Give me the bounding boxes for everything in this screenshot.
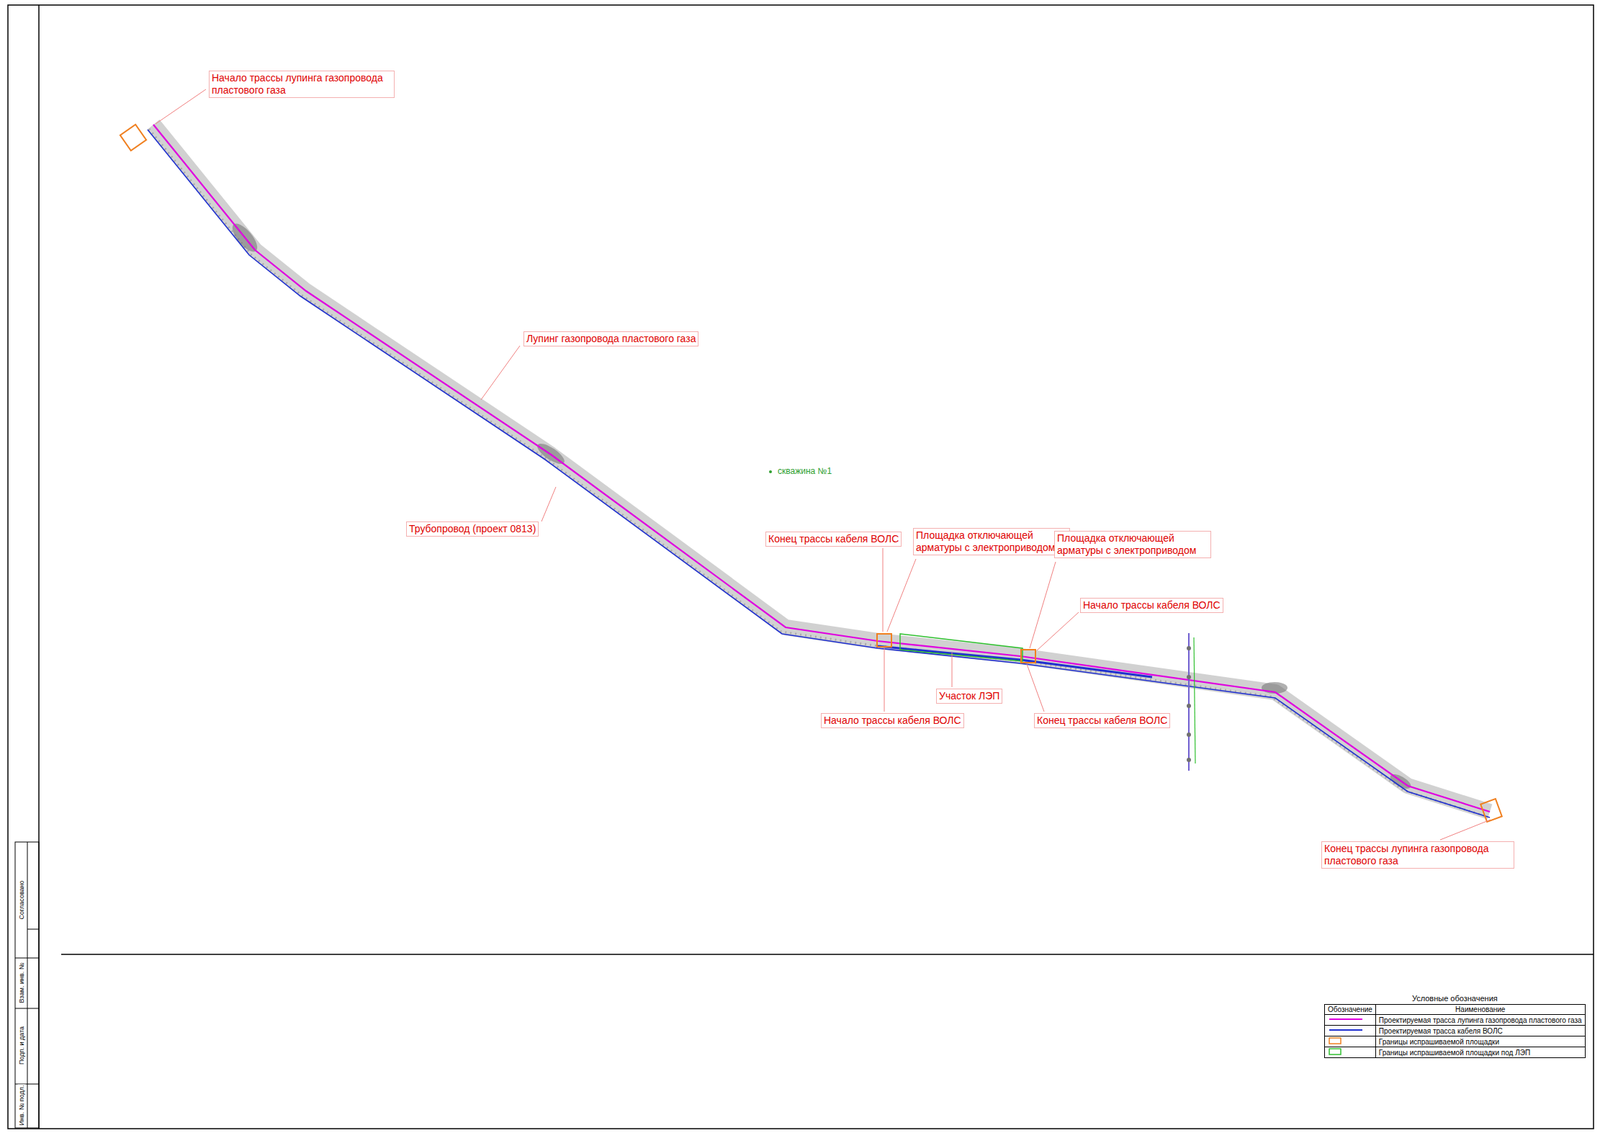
callout-label: Начало трассы лупинга газопровода пласто… bbox=[208, 70, 395, 98]
end-site bbox=[1480, 798, 1503, 822]
valve-site bbox=[1021, 649, 1036, 663]
sheet-frame bbox=[7, 5, 1594, 1129]
legend-sample bbox=[1327, 1026, 1364, 1034]
callout-label: Конец трассы кабеля ВОЛС bbox=[765, 531, 902, 547]
survey-scatter bbox=[153, 124, 1490, 812]
scatter-clusters bbox=[228, 219, 1413, 792]
callout-label: Начало трассы кабеля ВОЛС bbox=[1080, 597, 1224, 613]
legend-sample bbox=[1327, 1036, 1364, 1045]
callout-label: Трубопровод (проект 0813) bbox=[406, 521, 539, 537]
crossing-line bbox=[1193, 637, 1196, 764]
start-site bbox=[120, 124, 147, 151]
callout-label: Лупинг газопровода пластового газа bbox=[523, 331, 699, 347]
callout-label: Конец трассы лупинга газопровода пластов… bbox=[1321, 841, 1515, 869]
existing-pipeline bbox=[147, 129, 1490, 818]
well-label: скважина №1 bbox=[775, 464, 834, 479]
callout-label: Площадка отключающей арматуры с электроп… bbox=[1054, 530, 1212, 559]
legend-block: Условные обозначенияОбозначениеНаименова… bbox=[1324, 993, 1586, 1058]
legend-text: Границы испрашиваемой площадки под ЛЭП bbox=[1375, 1046, 1585, 1058]
stamp-label: Согласовано bbox=[18, 846, 26, 955]
stamp-label: Подп. и дата bbox=[18, 1009, 26, 1082]
well-marker bbox=[769, 470, 772, 474]
divider-line bbox=[61, 953, 1594, 955]
power-line-area bbox=[900, 633, 1023, 662]
callout-label: Начало трассы кабеля ВОЛС bbox=[820, 712, 965, 728]
legend-table: ОбозначениеНаименованиеПроектируемая тра… bbox=[1324, 1003, 1586, 1058]
leader-lines bbox=[155, 89, 1491, 840]
valve-site bbox=[877, 633, 892, 647]
vols-cable bbox=[877, 645, 1153, 677]
crossing-marks bbox=[1186, 645, 1191, 762]
legend-text: Границы испрашиваемой площадки bbox=[1375, 1036, 1585, 1047]
table-header: Наименование bbox=[1375, 1004, 1585, 1015]
survey-points bbox=[149, 128, 1486, 816]
callout-label: Площадка отключающей арматуры с электроп… bbox=[913, 527, 1071, 556]
stamp-label: Взам. инв. № bbox=[18, 959, 26, 1007]
legend-sample bbox=[1327, 1015, 1364, 1023]
legend-sample bbox=[1327, 1047, 1364, 1055]
gas-loop-route bbox=[153, 124, 1490, 812]
legend-text: Проектируемая трасса лупинга газопровода… bbox=[1375, 1014, 1585, 1026]
crossing-line bbox=[1188, 632, 1190, 771]
stamp-grid bbox=[15, 841, 39, 1128]
table-header: Обозначение bbox=[1324, 1004, 1377, 1015]
legend-title: Условные обозначения bbox=[1324, 993, 1586, 1003]
callout-label: Участок ЛЭП bbox=[936, 688, 1003, 704]
legend-text: Проектируемая трасса кабеля ВОЛС bbox=[1375, 1025, 1585, 1037]
stamp-label: Инв. № подл. bbox=[18, 1084, 26, 1127]
callout-label: Конец трассы кабеля ВОЛС bbox=[1034, 712, 1171, 728]
